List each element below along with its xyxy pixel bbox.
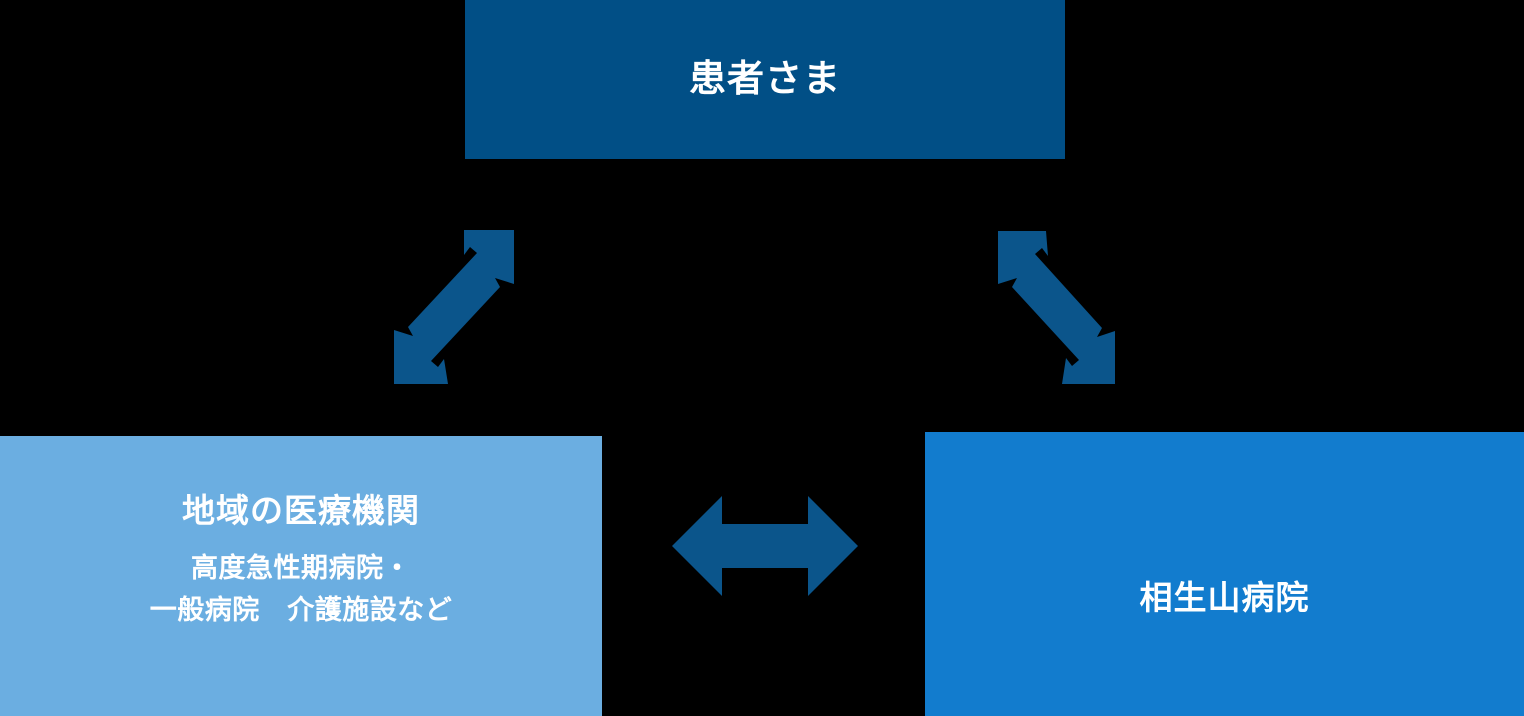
node-regional-medical-institutions: 地域の医療機関 高度急性期病院・ 一般病院 介護施設など [0, 436, 602, 716]
double-arrow-diagonal-up-left-icon [998, 231, 1115, 384]
node-regional-sublines: 高度急性期病院・ 一般病院 介護施設など [150, 548, 453, 632]
node-patient: 患者さま [465, 0, 1065, 159]
node-regional-subline-1: 高度急性期病院・ [191, 552, 411, 583]
arrow-right-diagonal-shape [998, 231, 1115, 384]
node-regional-title: 地域の医療機関 [182, 492, 420, 529]
double-arrow-horizontal-icon [672, 496, 858, 596]
node-hospital-title: 相生山病院 [1139, 579, 1310, 617]
arrow-left-diagonal-shape [394, 230, 514, 384]
arrow-horizontal-shape [672, 496, 858, 596]
node-aioiyama-hospital: 相生山病院 [925, 432, 1524, 716]
double-arrow-diagonal-up-right-icon [394, 230, 514, 384]
node-regional-subline-2: 一般病院 介護施設など [149, 594, 453, 625]
node-patient-title: 患者さま [689, 58, 841, 100]
